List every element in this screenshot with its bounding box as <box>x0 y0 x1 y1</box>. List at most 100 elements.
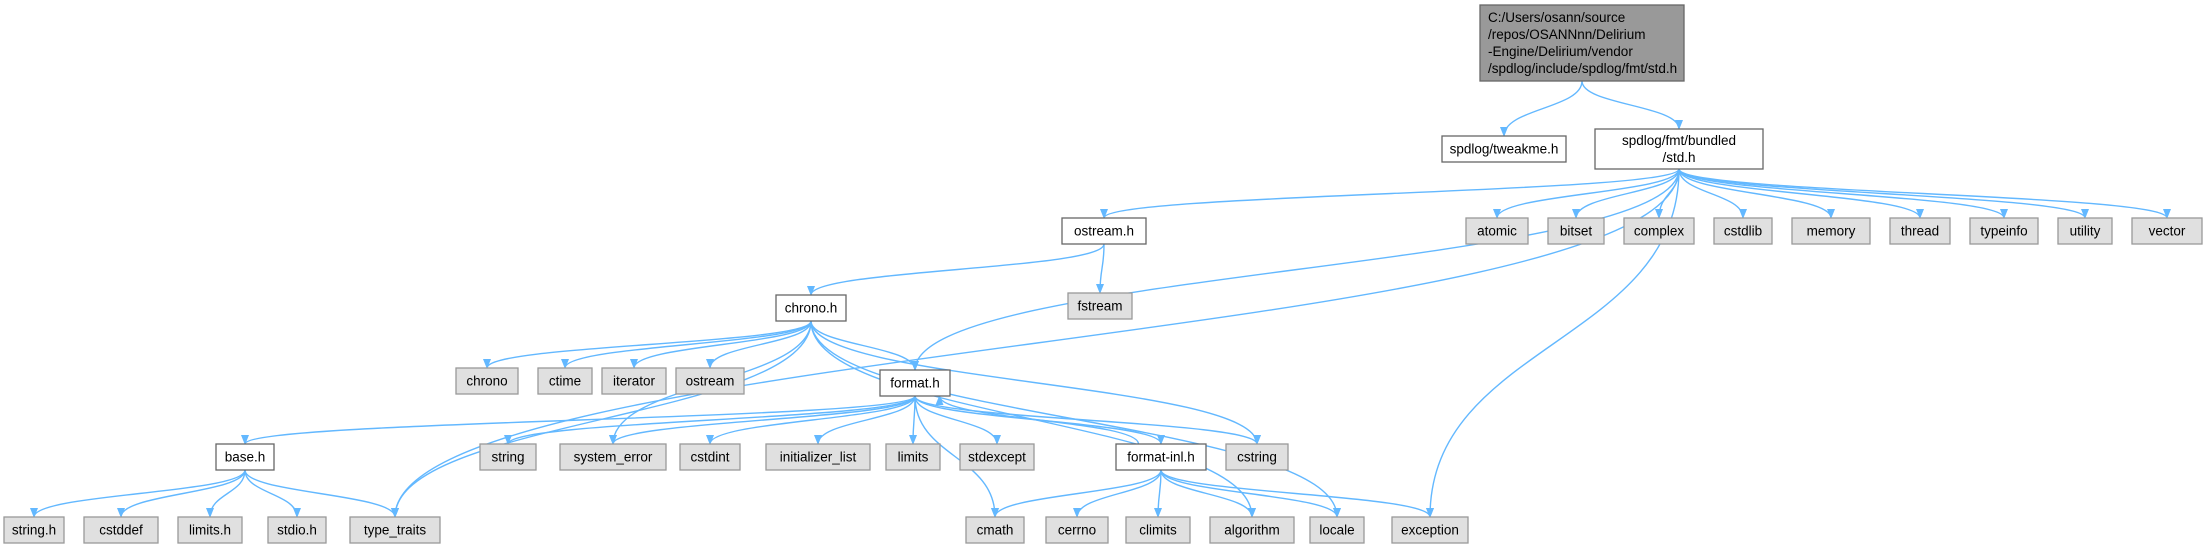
node-box <box>1067 292 1133 320</box>
node-cstdlib: cstdlib <box>1713 217 1773 245</box>
node-box <box>559 443 667 471</box>
node-label: /std.h <box>1662 150 1695 165</box>
edge-bundled_std-to-typeinfo <box>1678 168 2008 219</box>
edge-bundled_std-to-cstdlib <box>1678 168 1747 219</box>
node-bundled-std[interactable]: spdlog/fmt/bundled/std.h <box>1594 128 1764 170</box>
edge-format_h-to-cstring <box>914 395 1261 445</box>
edge-format_h-to-stdexcept <box>914 395 1001 445</box>
node-label: cstddef <box>99 523 143 538</box>
node-label: complex <box>1634 224 1685 239</box>
node-ostream-h[interactable]: ostream.h <box>1061 217 1147 245</box>
edge-bundled_std-to-atomic <box>1493 168 1680 219</box>
node-box <box>349 516 441 544</box>
node-box <box>1309 516 1365 544</box>
node-box <box>1045 516 1109 544</box>
node-label: thread <box>1901 224 1939 239</box>
node-label: initializer_list <box>780 450 857 465</box>
node-box <box>479 443 537 471</box>
node-box <box>1479 4 1685 82</box>
edge-format_inl-to-cerrno <box>1073 469 1162 518</box>
node-format-h[interactable]: format.h <box>879 369 951 397</box>
node-box <box>1623 217 1695 245</box>
edge-ostream_h-to-fstream <box>1096 243 1105 294</box>
node-label: limits <box>898 450 929 465</box>
node-atomic: atomic <box>1465 217 1529 245</box>
node-box <box>3 516 65 544</box>
node-label: type_traits <box>364 523 427 538</box>
node-box <box>1547 217 1605 245</box>
node-box <box>1465 217 1529 245</box>
node-label: typeinfo <box>1980 224 2027 239</box>
node-box <box>537 367 593 395</box>
node-format-inl[interactable]: format-inl.h <box>1115 443 1207 471</box>
node-box <box>601 367 667 395</box>
node-label: cstdlib <box>1724 224 1762 239</box>
edge-base_h-to-type_traits <box>244 469 399 518</box>
node-box <box>2131 217 2203 245</box>
edge-base_h-to-limits_h <box>206 469 246 518</box>
node-label: system_error <box>574 450 653 465</box>
node-label: ctime <box>549 374 581 389</box>
node-label: spdlog/tweakme.h <box>1450 142 1559 157</box>
edge-chrono_h-to-iterator <box>630 320 812 369</box>
node-label: stdio.h <box>277 523 317 538</box>
node-ctime: ctime <box>537 367 593 395</box>
node-box <box>1225 443 1289 471</box>
node-label: iterator <box>613 374 656 389</box>
edge-format_h-to-cstdint <box>706 395 916 445</box>
node-label: algorithm <box>1224 523 1280 538</box>
node-bitset: bitset <box>1547 217 1605 245</box>
edge-bundled_std-to-complex <box>1655 168 1680 219</box>
node-chrono-h[interactable]: chrono.h <box>775 294 847 322</box>
edge-format_inl-to-locale <box>1160 469 1341 518</box>
node-box <box>879 369 951 397</box>
edge-ostream_h-to-chrono_h <box>807 243 1105 296</box>
node-box <box>1594 128 1764 170</box>
node-locale: locale <box>1309 516 1365 544</box>
edge-base_h-to-string_h <box>30 469 246 518</box>
node-fstream: fstream <box>1067 292 1133 320</box>
node-label: /repos/OSANNnn/Delirium <box>1488 27 1646 42</box>
node-label: cerrno <box>1058 523 1096 538</box>
node-cstddef: cstddef <box>83 516 159 544</box>
node-ostream: ostream <box>675 367 745 395</box>
node-type-traits: type_traits <box>349 516 441 544</box>
edge-format_inl-to-format_h <box>935 395 1140 445</box>
node-tweakme[interactable]: spdlog/tweakme.h <box>1441 135 1567 163</box>
node-box <box>1115 443 1207 471</box>
node-system-error: system_error <box>559 443 667 471</box>
edge-format_h-to-cmath <box>914 395 999 518</box>
edge-bundled_std-to-vector <box>1678 168 2171 219</box>
node-label: atomic <box>1477 224 1517 239</box>
node-label: locale <box>1319 523 1354 538</box>
node-label: cstring <box>1237 450 1277 465</box>
node-label: chrono <box>466 374 507 389</box>
node-base-h[interactable]: base.h <box>215 443 275 471</box>
edge-chrono_h-to-chrono <box>483 320 812 369</box>
node-layer: C:/Users/osann/source/repos/OSANNnn/Deli… <box>3 4 2203 544</box>
node-box <box>2057 217 2113 245</box>
node-vector: vector <box>2131 217 2203 245</box>
edge-format_inl-to-exception <box>1160 469 1434 518</box>
node-label: bitset <box>1560 224 1593 239</box>
node-limits-h: limits.h <box>177 516 243 544</box>
node-box <box>1209 516 1295 544</box>
edge-format_inl-to-algorithm <box>1160 469 1256 518</box>
node-stdio-h: stdio.h <box>267 516 327 544</box>
node-root[interactable]: C:/Users/osann/source/repos/OSANNnn/Deli… <box>1479 4 1685 82</box>
node-box <box>885 443 941 471</box>
node-label: format.h <box>890 376 940 391</box>
edge-format_inl-to-climits <box>1154 469 1163 518</box>
node-box <box>177 516 243 544</box>
node-box <box>1391 516 1469 544</box>
node-label: cmath <box>977 523 1014 538</box>
node-chrono: chrono <box>455 367 519 395</box>
node-box <box>675 367 745 395</box>
edge-format_h-to-base_h <box>241 395 916 445</box>
node-string-h: string.h <box>3 516 65 544</box>
edge-bundled_std-to-format_h <box>911 168 1680 371</box>
node-label: exception <box>1401 523 1459 538</box>
node-box <box>267 516 327 544</box>
node-string: string <box>479 443 537 471</box>
